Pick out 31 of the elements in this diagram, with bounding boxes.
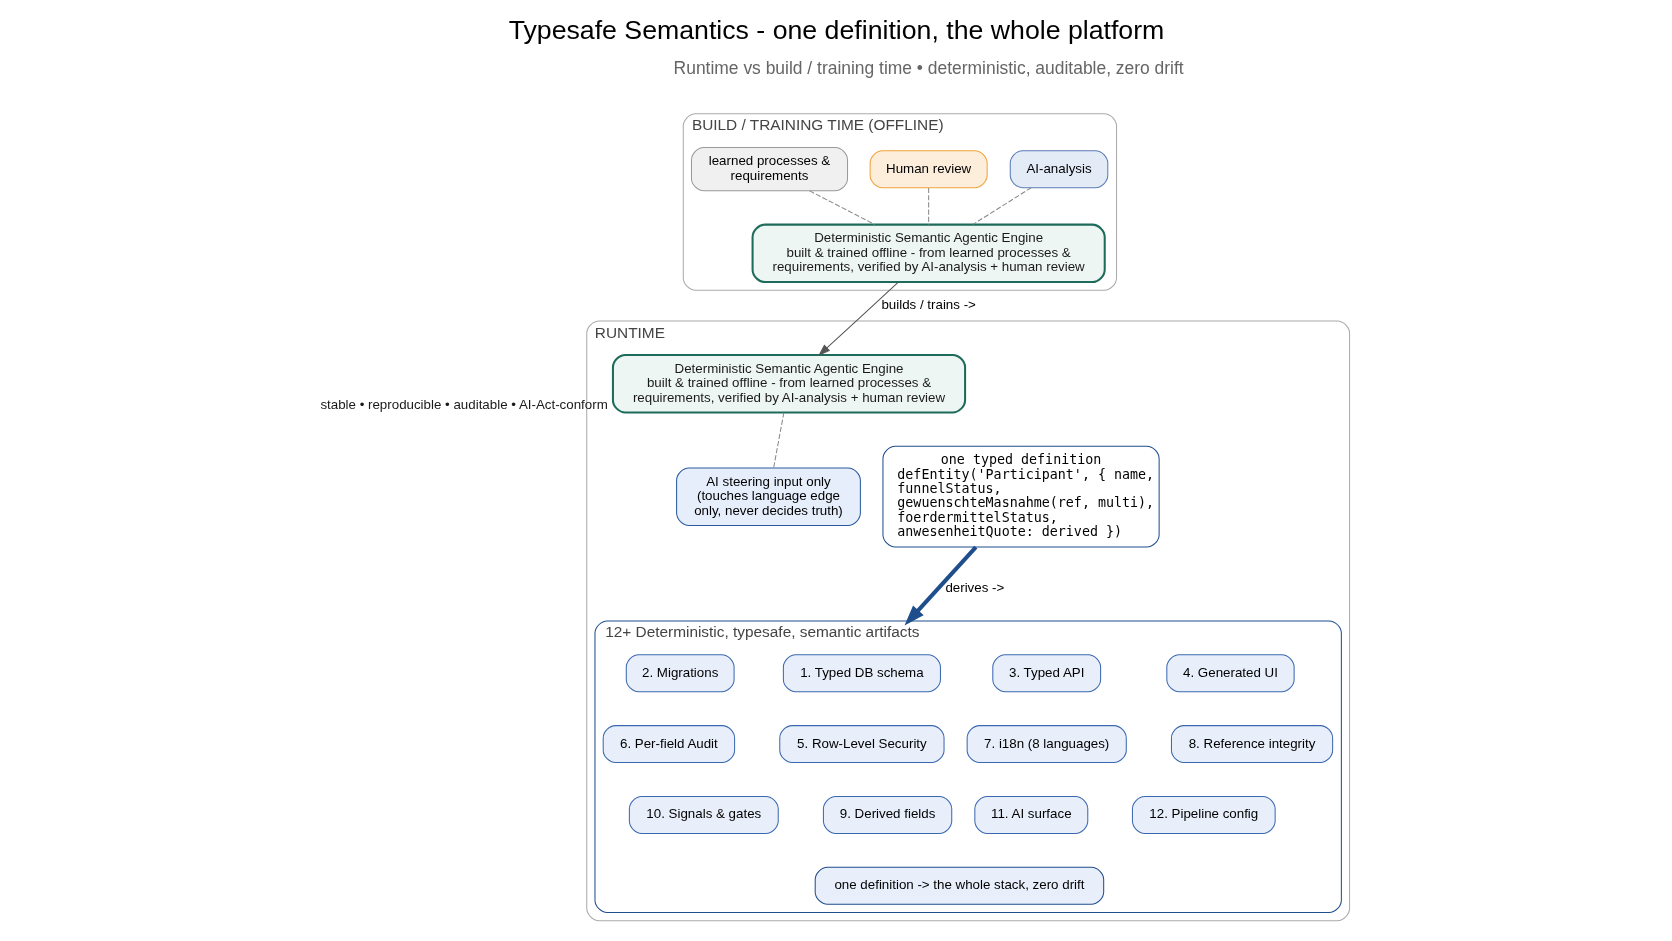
connector bbox=[772, 411, 784, 468]
label: Runtime vs build / training time • deterministic, auditable, zero drift bbox=[673, 57, 1184, 78]
node-box: 12. Pipeline config bbox=[1131, 795, 1276, 834]
diagram-title: Typesafe Semantics - one definition, the whole platform bbox=[508, 14, 1164, 45]
node-box: 5. Row-Level Security bbox=[778, 724, 945, 763]
node-box: one typed definition defEntity('Participant', { name, funnelStatus, gewuenschteMasnahme(ref, multi), foerdermittelStatus, anwesenheitQuote: derived }) bbox=[881, 445, 1160, 547]
node-box: AI-analysis bbox=[1009, 149, 1108, 188]
connector bbox=[971, 186, 1032, 225]
node-box: 4. Generated UI bbox=[1165, 653, 1295, 692]
node-box: 8. Reference integrity bbox=[1170, 724, 1333, 763]
arrow bbox=[904, 545, 977, 625]
edge-label: builds / trains -> bbox=[880, 296, 976, 312]
node-box: 3. Typed API bbox=[991, 653, 1101, 692]
connector bbox=[927, 187, 929, 225]
node-label: stable • reproducible • auditable • AI-Act-conform bbox=[319, 396, 608, 412]
connector bbox=[808, 189, 875, 225]
node-box: Deterministic Semantic Agentic Engine built & trained offline - from learned processes & requirements, verified by AI-analysis + human review bbox=[611, 353, 966, 413]
node-box: 10. Signals & gates bbox=[628, 795, 779, 834]
node-box: 7. i18n (8 languages) bbox=[966, 724, 1127, 763]
node-box: 1. Typed DB schema bbox=[782, 653, 941, 692]
node-box: Human review bbox=[869, 149, 988, 188]
node-box: learned processes & requirements bbox=[690, 146, 848, 191]
arrow bbox=[817, 281, 899, 356]
edge-label: derives -> bbox=[944, 579, 1004, 595]
node-box: 9. Derived fields bbox=[822, 795, 952, 834]
node-box: 11. AI surface bbox=[973, 795, 1088, 834]
node-box: one definition -> the whole stack, zero drift bbox=[814, 866, 1104, 905]
node-box: 2. Migrations bbox=[625, 653, 735, 692]
node-box: 6. Per-field Audit bbox=[602, 724, 735, 763]
node-box: Deterministic Semantic Agentic Engine built & trained offline - from learned processes & requirements, verified by AI-analysis + human review bbox=[751, 223, 1106, 283]
node-box: AI steering input only (touches language edge only, never decides truth) bbox=[675, 466, 861, 526]
